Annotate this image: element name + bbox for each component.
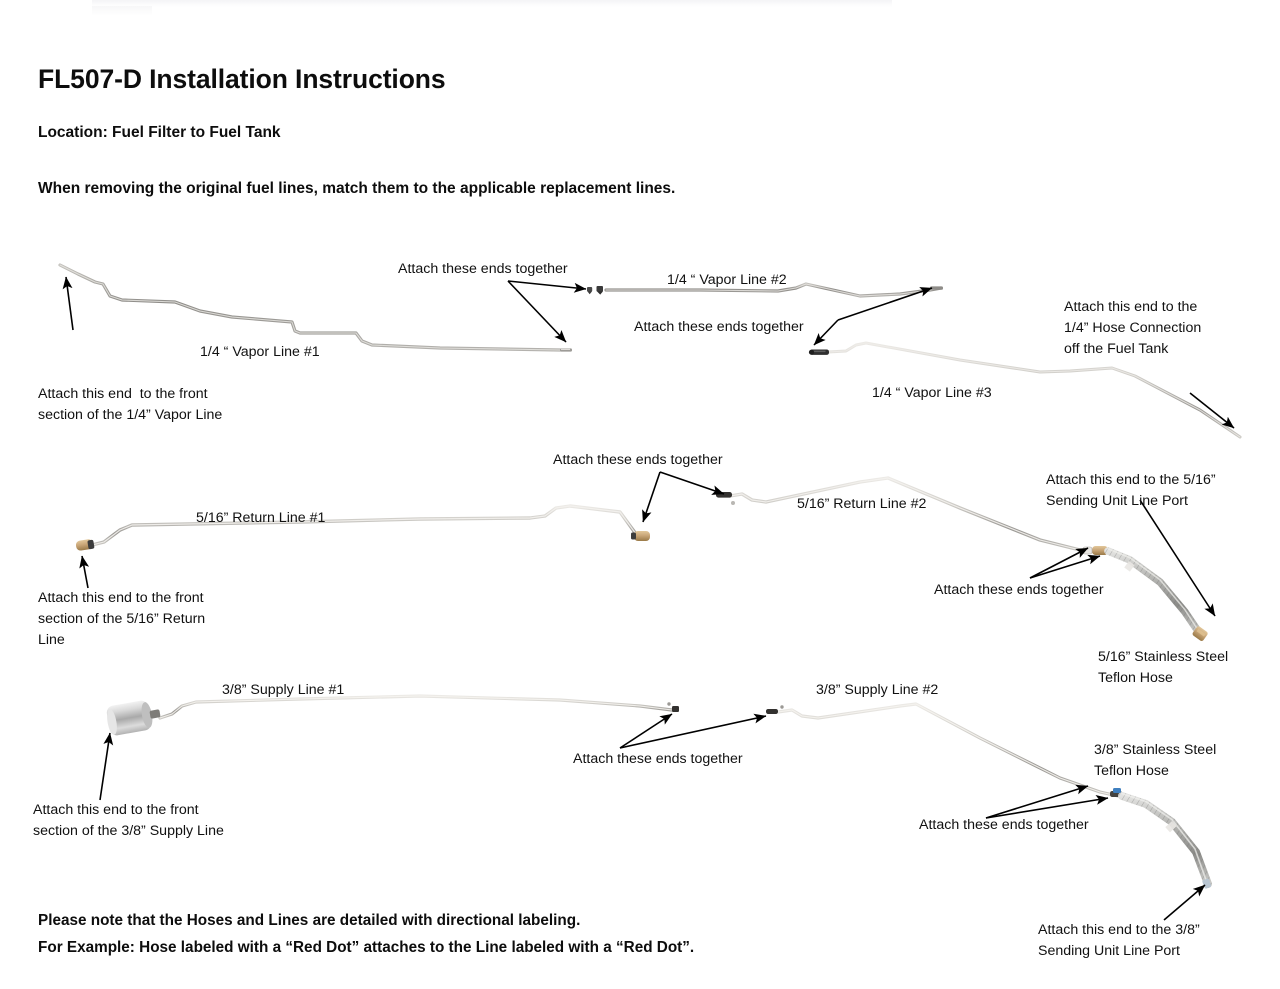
label-supply-teflon-hose: 3/8” Stainless Steel Teflon Hose	[1094, 742, 1217, 779]
annotation-supply-join-2: Attach these ends together	[919, 817, 1089, 833]
label-return-line-1: 5/16” Return Line #1	[196, 510, 326, 526]
blue-direction-marker	[1113, 788, 1121, 793]
vapor-line-3-end-fitting	[808, 349, 829, 355]
footer-note-2: For Example: Hose labeled with a “Red Do…	[38, 939, 695, 956]
label-return-line-2: 5/16” Return Line #2	[797, 496, 927, 512]
annotation-supply-sending-unit: Attach this end to the 3/8” Sending Unit…	[1038, 922, 1200, 959]
annotation-return-join-1: Attach these ends together	[553, 452, 723, 468]
label-vapor-line-3: 1/4 “ Vapor Line #3	[872, 385, 992, 401]
scan-artifact-corner	[92, 6, 152, 16]
annotation-supply-join-1: Attach these ends together	[573, 751, 743, 767]
location-subtitle: Location: Fuel Filter to Fuel Tank	[38, 124, 281, 141]
supply-line-2-tube	[766, 702, 1122, 798]
return-line-2-end-fitting-right	[1082, 546, 1108, 555]
annotation-return-sending-unit: Attach this end to the 5/16” Sending Uni…	[1046, 472, 1216, 509]
return-line-1-tube	[75, 504, 650, 551]
annotation-vapor-fuel-tank: Attach this end to the 1/4” Hose Connect…	[1064, 299, 1202, 357]
supply-line-1-canister	[106, 700, 161, 736]
return-hose-brass-end	[1192, 626, 1208, 642]
annotation-vapor-join-1: Attach these ends together	[398, 261, 568, 277]
supply-line-2-end-fitting-right	[1110, 791, 1122, 797]
annotation-return-join-2: Attach these ends together	[934, 582, 1104, 598]
annotation-vapor1-start: Attach this end to the front section of …	[38, 386, 223, 423]
label-vapor-line-1: 1/4 “ Vapor Line #1	[200, 344, 320, 360]
supply-teflon-hose	[1113, 788, 1212, 889]
label-supply-line-1: 3/8” Supply Line #1	[222, 682, 345, 698]
vapor-line-2-end-fittings	[587, 286, 603, 295]
return-line-1-brass-fitting-right	[631, 531, 650, 541]
footer-note-1: Please note that the Hoses and Lines are…	[38, 912, 581, 929]
label-supply-line-2: 3/8” Supply Line #2	[816, 682, 939, 698]
label-return-teflon-hose: 5/16” Stainless Steel Teflon Hose	[1098, 649, 1229, 686]
page-title: FL507-D Installation Instructions	[38, 64, 446, 94]
return-line-1-brass-fitting-left	[75, 539, 95, 551]
intro-instruction: When removing the original fuel lines, m…	[38, 180, 676, 197]
return-teflon-hose	[1104, 547, 1208, 642]
scan-artifact-strip	[92, 0, 892, 7]
return-line-2-end-fitting-left	[716, 492, 735, 505]
supply-line-1-tube	[106, 694, 679, 736]
supply-line-2-end-fitting-left	[766, 705, 784, 714]
annotation-supply-start: Attach this end to the front section of …	[33, 802, 224, 839]
supply-line-1-end-fitting	[667, 702, 679, 712]
label-vapor-line-2: 1/4 “ Vapor Line #2	[667, 272, 787, 288]
annotation-vapor-join-2: Attach these ends together	[634, 319, 804, 335]
annotation-return-start: Attach this end to the front section of …	[38, 590, 206, 648]
